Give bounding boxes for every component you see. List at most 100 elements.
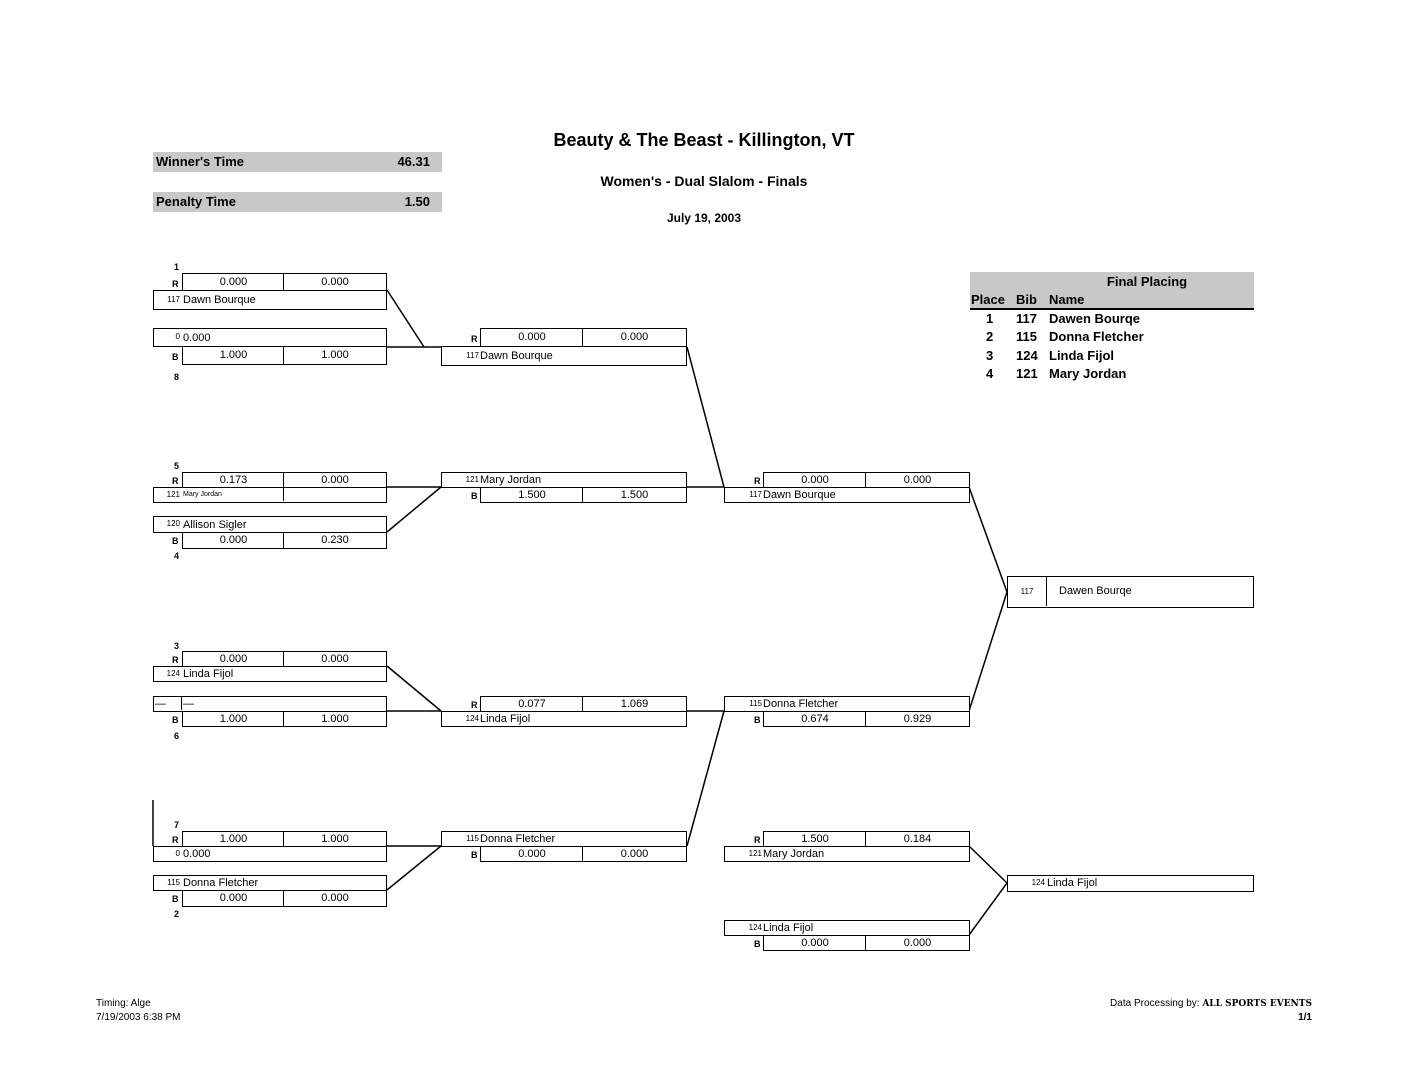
c2-b-label: B	[754, 939, 761, 949]
s1-r-time2: 0.000	[865, 472, 970, 488]
page-title: Beauty & The Beast - Killington, VT	[553, 130, 855, 150]
placing-bib: 124	[1016, 348, 1038, 363]
r1m4-seed-bottom: 2	[174, 909, 180, 919]
r1m1-r-time1: 0.000	[182, 273, 285, 291]
r2m3-r-label: R	[471, 700, 478, 710]
consolation-winner-name: Linda Fijol	[1047, 877, 1098, 889]
r1m2-r-label: R	[172, 476, 179, 486]
r1m2-bottom-racer: 120 Allison Sigler	[153, 516, 387, 533]
c1-r-time2: 0.184	[865, 831, 970, 847]
r2m1-r-time2: 0.000	[582, 328, 687, 347]
r1m4-bottom-racer: 115 Donna Fletcher	[153, 875, 387, 891]
s1-bib: 117	[749, 490, 762, 499]
r1m2-top-racer: 121 Mary Jordan	[153, 487, 387, 503]
r2m4-b-time2: 0.000	[582, 846, 687, 862]
s1-r-time1: 0.000	[763, 472, 867, 488]
s2-b-time1: 0.674	[763, 711, 867, 727]
r2m4-racer: 115 Donna Fletcher	[441, 831, 687, 847]
r1m1-b-time1: 1.000	[182, 346, 285, 365]
r1m1-b-time2: 1.000	[283, 346, 387, 365]
r1m1-seed-bottom: 8	[174, 372, 180, 382]
s1-name: Dawn Bourque	[763, 489, 836, 501]
r1m4-top-name: 0.000	[183, 848, 211, 860]
r1m2-r-time1: 0.173	[182, 472, 285, 488]
placing-bib: 117	[1016, 311, 1037, 326]
r1m3-b-time1: 1.000	[182, 711, 285, 727]
r2m2-racer: 121 Mary Jordan	[441, 472, 687, 488]
r1m3-top-racer: 124 Linda Fijol	[153, 666, 387, 682]
r1m3-bot-bib: —	[155, 698, 166, 710]
r1m3-b-time2: 1.000	[283, 711, 387, 727]
placing-name: Dawen Bourqe	[1049, 311, 1141, 326]
page-subtitle: Women's - Dual Slalom - Finals	[600, 173, 808, 189]
r1m1-top-racer: 117 Dawn Bourque	[153, 290, 387, 310]
placing-place: 3	[986, 348, 994, 363]
r1m3-bot-name: —	[183, 698, 194, 710]
r2m1-r-time1: 0.000	[480, 328, 584, 347]
winner-bib: 117	[1020, 587, 1034, 596]
r1m4-seed-top: 7	[174, 820, 180, 830]
r1m3-r-time2: 0.000	[283, 651, 387, 667]
r2m4-b-time1: 0.000	[480, 846, 584, 862]
r1m4-r-time1: 1.000	[182, 831, 285, 847]
winners-time-bar: Winner's Time 46.31	[153, 152, 442, 172]
r1m1-bot-name: 0.000	[183, 332, 211, 344]
c2-name: Linda Fijol	[763, 922, 814, 934]
s2-racer: 115 Donna Fletcher	[724, 696, 970, 712]
r1m3-seed-top: 3	[174, 641, 180, 651]
col-place: Place	[971, 292, 1005, 307]
r2m3-r-time1: 0.077	[480, 696, 584, 712]
c2-bib: 124	[748, 923, 762, 932]
footer-processing-label: Data Processing by:	[1110, 998, 1200, 1009]
r1m4-bot-bib: 115	[167, 878, 180, 887]
r1m3-r-label: R	[172, 655, 179, 665]
r1m4-top-bib: 0	[175, 849, 180, 858]
r1m2-b-time1: 0.000	[182, 532, 285, 549]
placing-bib: 121	[1016, 366, 1038, 381]
event-date: July 19, 2003	[666, 211, 742, 225]
footer-timestamp: 7/19/2003 6:38 PM	[96, 1012, 181, 1023]
r1m4-top-racer: 0 0.000	[153, 846, 387, 862]
r1m3-bottom-racer: — —	[153, 696, 387, 712]
r2m2-b-time1: 1.500	[480, 487, 584, 503]
s2-b-label: B	[754, 715, 761, 725]
r2m3-racer: 124 Linda Fijol	[441, 711, 687, 727]
r1m2-r-time2: 0.000	[283, 472, 387, 488]
footer-timing: Timing: Alge	[96, 998, 151, 1009]
r1m2-seed-bottom: 4	[174, 551, 180, 561]
consolation-winner-bib: 124	[1031, 878, 1045, 887]
col-name: Name	[1049, 292, 1085, 307]
r2m4-name: Donna Fletcher	[480, 833, 556, 845]
s2-b-time2: 0.929	[865, 711, 970, 727]
winners-time-value: 46.31	[397, 154, 430, 169]
winners-time-label: Winner's Time	[156, 154, 244, 169]
r2m3-bib: 124	[465, 714, 479, 723]
winner-name: Dawen Bourqe	[1059, 585, 1132, 597]
r1m1-top-name: Dawn Bourque	[183, 294, 256, 306]
r1m3-top-bib: 124	[166, 669, 180, 678]
r1m3-top-name: Linda Fijol	[183, 668, 234, 680]
c2-racer: 124 Linda Fijol	[724, 920, 970, 936]
r1m1-seed-top: 1	[174, 262, 180, 272]
placing-place: 1	[986, 311, 994, 326]
final-placing-table: Final Placing Place Bib Name 1 117 Dawen…	[970, 272, 1254, 392]
penalty-time-bar: Penalty Time 1.50	[153, 192, 442, 212]
placing-bib: 115	[1016, 329, 1037, 344]
r1m3-seed-bottom: 6	[174, 731, 180, 741]
footer-processing: Data Processing by: ALL SPORTS EVENTS	[1110, 997, 1312, 1011]
c1-racer: 121 Mary Jordan	[724, 846, 970, 862]
r1m3-bot-sep	[181, 697, 182, 710]
r1m3-b-label: B	[172, 715, 179, 725]
placing-name: Linda Fijol	[1049, 348, 1114, 363]
penalty-time-value: 1.50	[404, 194, 430, 209]
s1-r-label: R	[754, 476, 761, 486]
footer-page: 1/1	[1298, 1012, 1312, 1023]
r2m3-name: Linda Fijol	[480, 713, 531, 725]
r1m1-bot-bib: 0	[175, 332, 180, 341]
r2m2-b-label: B	[471, 491, 478, 501]
final-placing-title: Final Placing	[1106, 274, 1188, 289]
r1m2-top-sep	[283, 488, 284, 501]
r1m4-b-label: B	[172, 894, 179, 904]
r1m1-r-time2: 0.000	[283, 273, 387, 291]
